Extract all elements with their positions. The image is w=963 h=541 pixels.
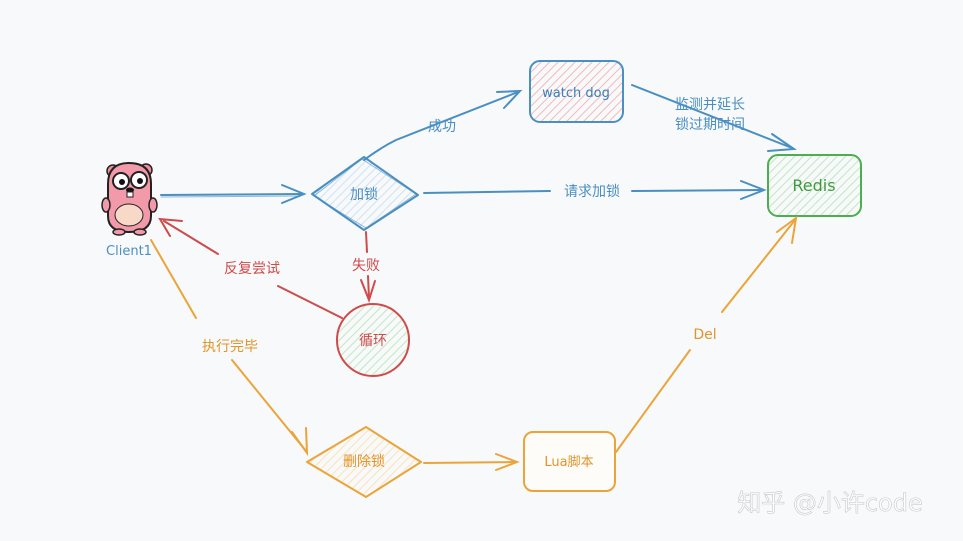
- edge-lua-to-redis: [615, 215, 798, 453]
- gopher-mascot-icon: [101, 161, 158, 236]
- edge-label-monitor-1: 监测并延长: [675, 97, 745, 113]
- edge-label-success: 成功: [428, 119, 456, 135]
- delete-lock-node: 删除锁: [306, 426, 422, 498]
- delete-lock-node-label: 删除锁: [343, 454, 385, 470]
- edge-loop-to-client: [158, 217, 343, 319]
- edge-label-del: Del: [693, 327, 716, 343]
- redis-node: Redis: [767, 154, 862, 217]
- lock-node: 加锁: [311, 156, 419, 231]
- edge-label-monitor-2: 锁过期时间: [675, 117, 745, 133]
- edge-lock-to-redis: [423, 180, 767, 200]
- edge-label-fail: 失败: [352, 258, 380, 274]
- watermark: 知乎 @小许code: [737, 489, 923, 517]
- watchdog-node: watch dog: [529, 60, 624, 123]
- lua-node-label: Lua脚本: [544, 454, 593, 470]
- edge-label-done: 执行完毕: [202, 339, 258, 355]
- edge-delete-to-lua: [423, 453, 520, 471]
- edge-lock-to-watchdog: [363, 89, 523, 161]
- edge-client-to-lock: [160, 184, 307, 204]
- redis-node-label: Redis: [792, 176, 835, 195]
- edge-label-retry: 反复尝试: [224, 260, 280, 277]
- edge-label-request-lock: 请求加锁: [564, 184, 620, 200]
- loop-node: 循环: [336, 303, 410, 377]
- watchdog-node-label: watch dog: [542, 86, 610, 101]
- lock-node-label: 加锁: [350, 187, 378, 203]
- edge-lock-to-loop: [360, 231, 376, 303]
- edge-watchdog-to-redis: [631, 84, 797, 152]
- edge-client-to-delete: [150, 239, 309, 457]
- client-label: Client1: [106, 244, 152, 259]
- lua-node: Lua脚本: [523, 431, 616, 492]
- loop-node-label: 循环: [359, 333, 387, 349]
